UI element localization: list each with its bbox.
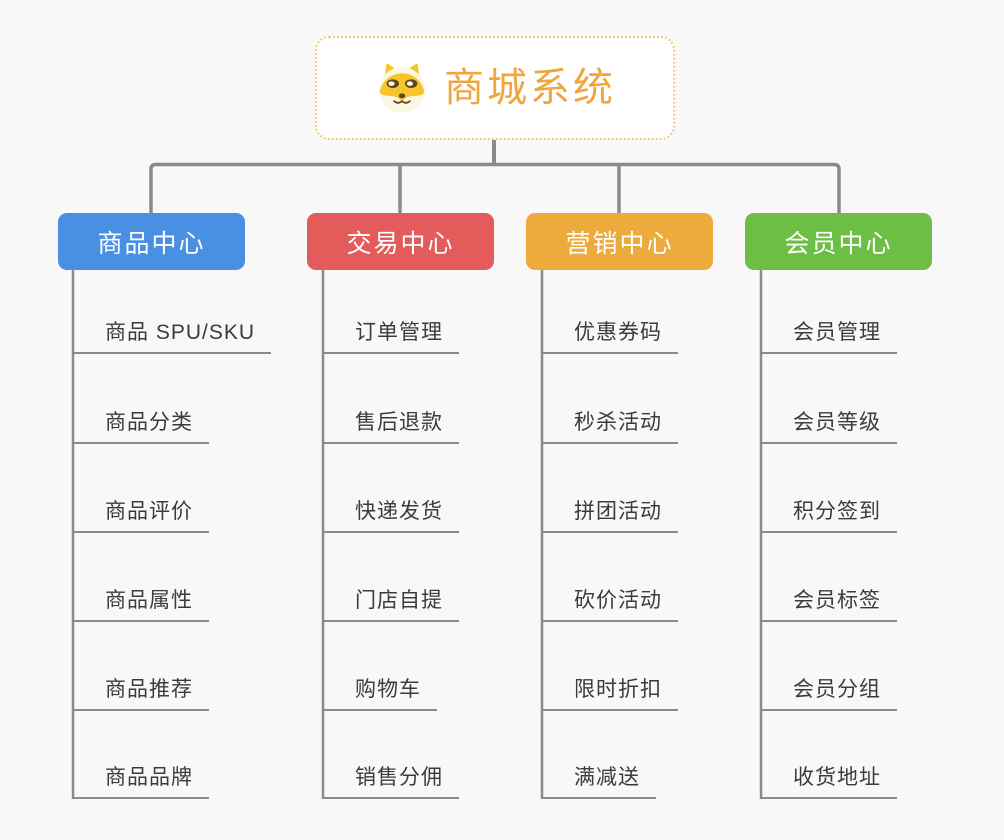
leaf-item[interactable]: 限时折扣 xyxy=(542,667,678,711)
leaf-item[interactable]: 商品属性 xyxy=(73,578,209,622)
root-title: 商城系统 xyxy=(444,66,616,110)
leaf-item[interactable]: 优惠券码 xyxy=(542,310,678,354)
branch-header-trade[interactable]: 交易中心 xyxy=(307,213,494,270)
leaf-item[interactable]: 砍价活动 xyxy=(542,578,678,622)
leaf-item[interactable]: 会员分组 xyxy=(761,667,897,711)
branch-header-marketing[interactable]: 营销中心 xyxy=(526,213,713,270)
leaf-item[interactable]: 会员标签 xyxy=(761,578,897,622)
leaf-item[interactable]: 购物车 xyxy=(323,667,437,711)
leaf-item[interactable]: 门店自提 xyxy=(323,578,459,622)
root-node-mall-system[interactable]: 商城系统 xyxy=(315,36,675,140)
leaf-item[interactable]: 商品品牌 xyxy=(73,755,209,799)
leaf-item[interactable]: 商品 SPU/SKU xyxy=(73,310,272,354)
leaf-item[interactable]: 会员管理 xyxy=(761,310,897,354)
dog-face-icon xyxy=(379,63,425,113)
leaf-item[interactable]: 商品推荐 xyxy=(73,667,209,711)
branch-header-product[interactable]: 商品中心 xyxy=(58,213,245,270)
branch-header-member[interactable]: 会员中心 xyxy=(745,213,932,270)
leaf-item[interactable]: 收货地址 xyxy=(761,755,897,799)
leaf-item[interactable]: 积分签到 xyxy=(761,489,897,533)
leaf-item[interactable]: 售后退款 xyxy=(323,400,459,444)
leaf-item[interactable]: 拼团活动 xyxy=(542,489,678,533)
leaf-item[interactable]: 订单管理 xyxy=(323,310,459,354)
leaf-item[interactable]: 销售分佣 xyxy=(323,755,459,799)
leaf-item[interactable]: 满减送 xyxy=(542,755,656,799)
leaf-item[interactable]: 会员等级 xyxy=(761,400,897,444)
leaf-item[interactable]: 商品分类 xyxy=(73,400,209,444)
leaf-item[interactable]: 商品评价 xyxy=(73,489,209,533)
leaf-item[interactable]: 快递发货 xyxy=(323,489,459,533)
leaf-item[interactable]: 秒杀活动 xyxy=(542,400,678,444)
